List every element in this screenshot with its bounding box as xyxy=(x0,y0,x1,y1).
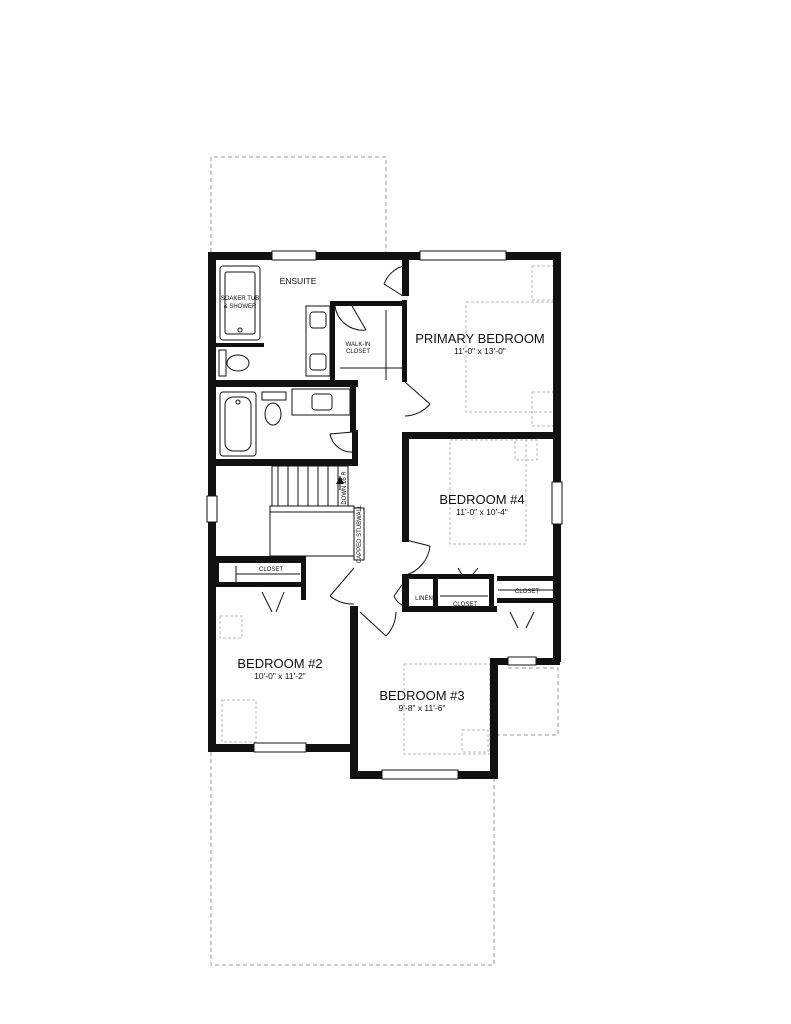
bath-fixtures xyxy=(219,388,351,457)
label-closet-b3: CLOSET xyxy=(515,589,539,595)
window-bedroom2 xyxy=(253,742,307,753)
window-primary xyxy=(419,250,507,261)
label-linen: LINEN xyxy=(415,596,433,602)
label-ensuite: ENSUITE xyxy=(280,276,317,286)
capped-stubwall xyxy=(353,507,365,561)
ensuite-fixtures xyxy=(218,265,331,377)
door-walkin xyxy=(334,305,367,331)
label-walkin-line1: WALK-IN xyxy=(346,342,371,348)
toilet-bowl-2 xyxy=(264,402,282,426)
window-bedroom3 xyxy=(381,769,459,780)
label-primary-bedroom: PRIMARY BEDROOM xyxy=(415,331,545,346)
window-bedroom4 xyxy=(551,481,563,525)
door-bedroom4 xyxy=(405,539,431,576)
label-bedroom3: BEDROOM #3 xyxy=(379,688,464,703)
label-bedroom4: BEDROOM #4 xyxy=(439,492,524,507)
doors xyxy=(261,265,535,637)
door-bath xyxy=(329,431,354,453)
door-linen xyxy=(393,581,405,607)
label-stairs-down: DOWN 16 R xyxy=(342,471,348,505)
label-bedroom3-dims: 9'-8" x 11'-6" xyxy=(399,703,446,713)
label-soaker-line1: SOAKER TUB xyxy=(221,296,260,302)
door-closet-b3 xyxy=(509,611,535,629)
label-soaker-line2: & SHOWER xyxy=(224,304,257,310)
stair-arrow-icon xyxy=(336,476,344,484)
windows xyxy=(206,250,563,780)
sink-1 xyxy=(309,311,327,329)
label-bedroom2-dims: 10'-0" x 11'-2" xyxy=(254,671,306,681)
staircase xyxy=(269,465,365,561)
window-stair xyxy=(206,495,218,523)
door-bedroom2 xyxy=(329,567,355,605)
window-ensuite xyxy=(271,250,317,261)
label-closet-b4: CLOSET xyxy=(453,602,477,608)
sink-2 xyxy=(309,353,327,371)
site-outline xyxy=(210,156,559,966)
toilet-tank xyxy=(218,349,227,377)
door-bedroom3 xyxy=(359,611,397,637)
label-capped-stubwall: CAPPED STUBWALL xyxy=(357,504,363,563)
toilet-tank-2 xyxy=(261,391,287,401)
door-primary xyxy=(404,381,431,417)
door-closet-b2 xyxy=(261,591,285,613)
window-bedroom3-side xyxy=(507,656,537,666)
label-primary-dims: 11'-0" x 13'-0" xyxy=(454,346,506,356)
door-closet-b4 xyxy=(457,567,479,579)
closet-shelves xyxy=(235,310,556,597)
label-bedroom2: BEDROOM #2 xyxy=(237,656,322,671)
room-labels: ENSUITE SOAKER TUB & SHOWER WALK-IN CLOS… xyxy=(221,276,545,713)
label-bedroom4-dims: 11'-0" x 10'-4" xyxy=(456,507,508,517)
door-ensuite xyxy=(383,265,404,297)
toilet-bowl xyxy=(226,354,250,372)
sink-3 xyxy=(311,393,333,411)
label-closet-b2: CLOSET xyxy=(259,567,283,573)
label-walkin-line2: CLOSET xyxy=(346,349,370,355)
